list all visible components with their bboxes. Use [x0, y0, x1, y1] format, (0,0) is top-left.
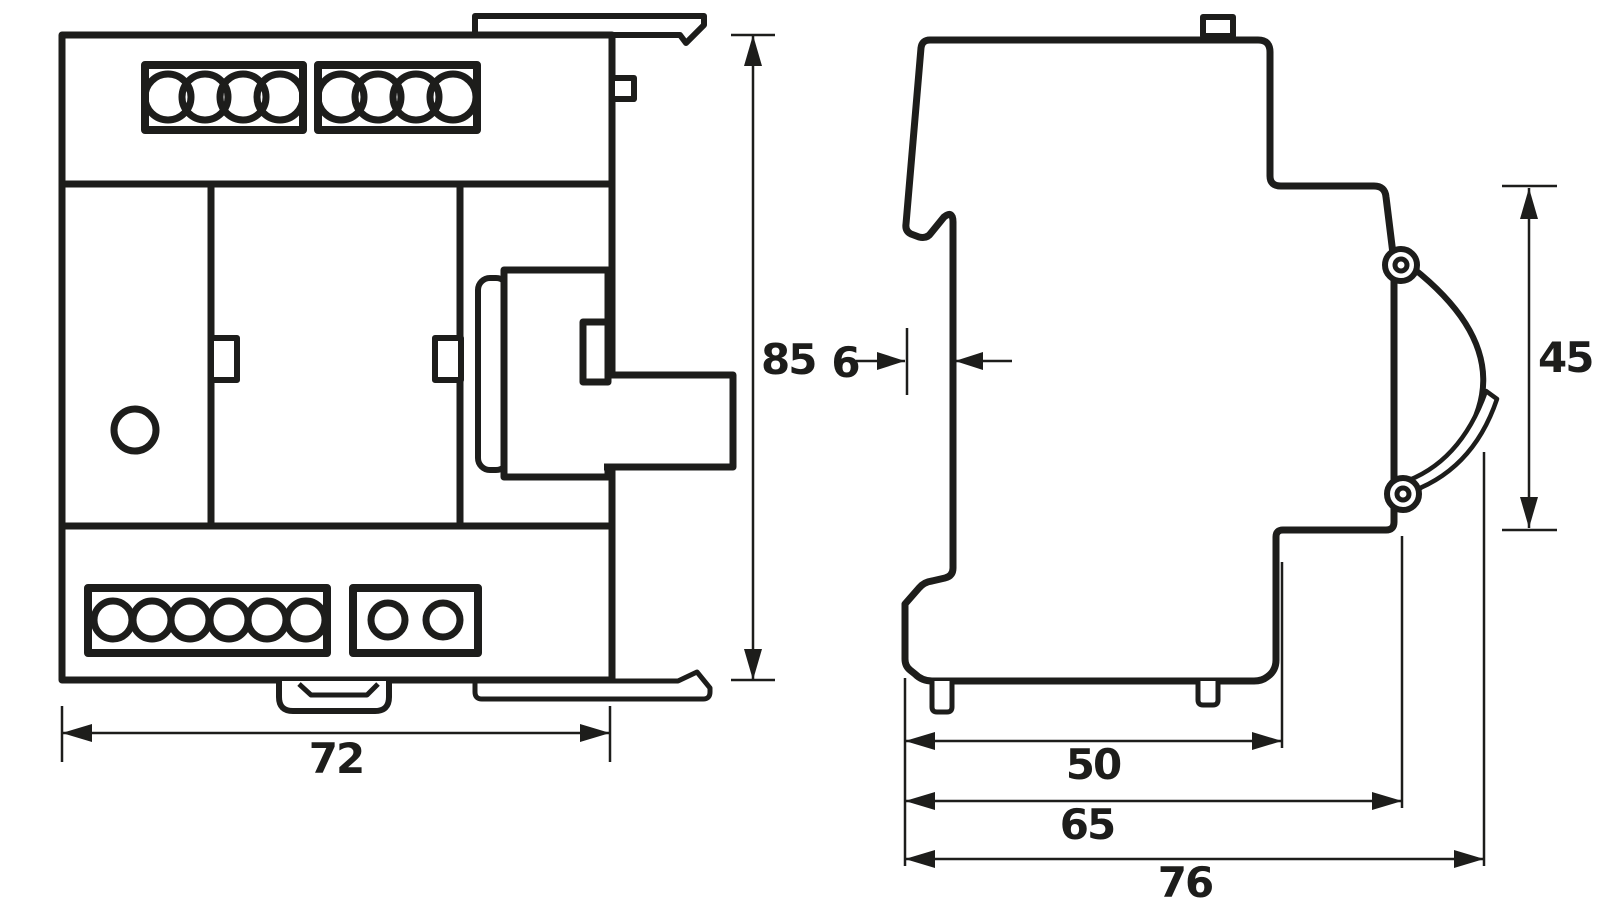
partition-clip-left	[208, 335, 240, 383]
side-body-outline	[901, 36, 1398, 685]
terminal-hole	[178, 70, 232, 124]
terminal-block-top-left	[141, 61, 307, 134]
terminal-hole	[283, 597, 329, 643]
dim-label-6: 6	[831, 338, 858, 387]
dimension-width-72	[60, 706, 612, 762]
terminal-hole	[422, 599, 464, 641]
indicator-hole	[110, 405, 160, 455]
terminal-hole	[314, 70, 368, 124]
lower-screw	[1384, 475, 1422, 513]
arrowhead-right	[580, 724, 610, 742]
dimension-depth-76	[905, 850, 1484, 868]
knob-arm	[604, 371, 737, 471]
arrowhead-right	[1372, 792, 1402, 810]
arrowhead-left	[62, 724, 92, 742]
knob-body	[500, 266, 612, 481]
dim-label-76: 76	[1158, 858, 1212, 907]
terminal-hole	[141, 70, 195, 124]
arrowhead-up	[744, 35, 762, 66]
release-latch-slot	[297, 682, 380, 698]
dimension-rail-6	[856, 328, 1012, 395]
dim-label-45: 45	[1538, 333, 1592, 382]
arrowhead-right	[1454, 850, 1484, 868]
arrowhead-down	[1520, 497, 1538, 528]
mounting-foot-left	[929, 681, 955, 715]
side-knob-protrusion	[475, 266, 737, 481]
terminal-hole	[367, 599, 409, 641]
arrowhead-right	[877, 352, 905, 370]
din-clip-bottom-foot	[472, 669, 713, 702]
dial-flange	[1398, 388, 1500, 497]
arrowhead-up	[1520, 188, 1538, 219]
side-view	[856, 14, 1557, 868]
dimension-front-45	[1502, 184, 1557, 532]
knob-step	[579, 318, 612, 386]
knob-arm-fill	[602, 372, 735, 467]
upper-screw	[1382, 246, 1420, 284]
dimension-depth-50	[905, 732, 1282, 750]
arrowhead-left	[905, 732, 935, 750]
din-clip-top-tab	[472, 13, 707, 46]
partition-clip-right	[432, 335, 464, 383]
arrowhead-left	[955, 352, 983, 370]
mounting-foot-right	[1195, 681, 1221, 708]
terminal-block-bottom-left	[84, 584, 331, 657]
dim-label-85: 85	[761, 335, 815, 384]
terminal-hole	[389, 70, 443, 124]
side-lug	[609, 75, 637, 102]
terminal-hole	[351, 70, 405, 124]
dim-label-65: 65	[1060, 800, 1114, 849]
dim-label-50: 50	[1066, 740, 1121, 789]
dimension-height-85	[731, 33, 775, 682]
dim-label-72: 72	[309, 734, 363, 783]
terminal-block-top-right	[314, 61, 481, 134]
front-view	[58, 13, 775, 762]
arrowhead-left	[905, 792, 935, 810]
terminal-block-bottom-right	[349, 584, 482, 657]
arrowhead-right	[1252, 732, 1282, 750]
arrowhead-down	[744, 649, 762, 680]
terminal-hole	[426, 70, 480, 124]
terminal-hole	[253, 70, 307, 124]
terminal-hole	[216, 70, 270, 124]
dimension-depth-65	[905, 792, 1402, 810]
arrowhead-left	[905, 850, 935, 868]
side-top-tab	[1200, 14, 1236, 39]
